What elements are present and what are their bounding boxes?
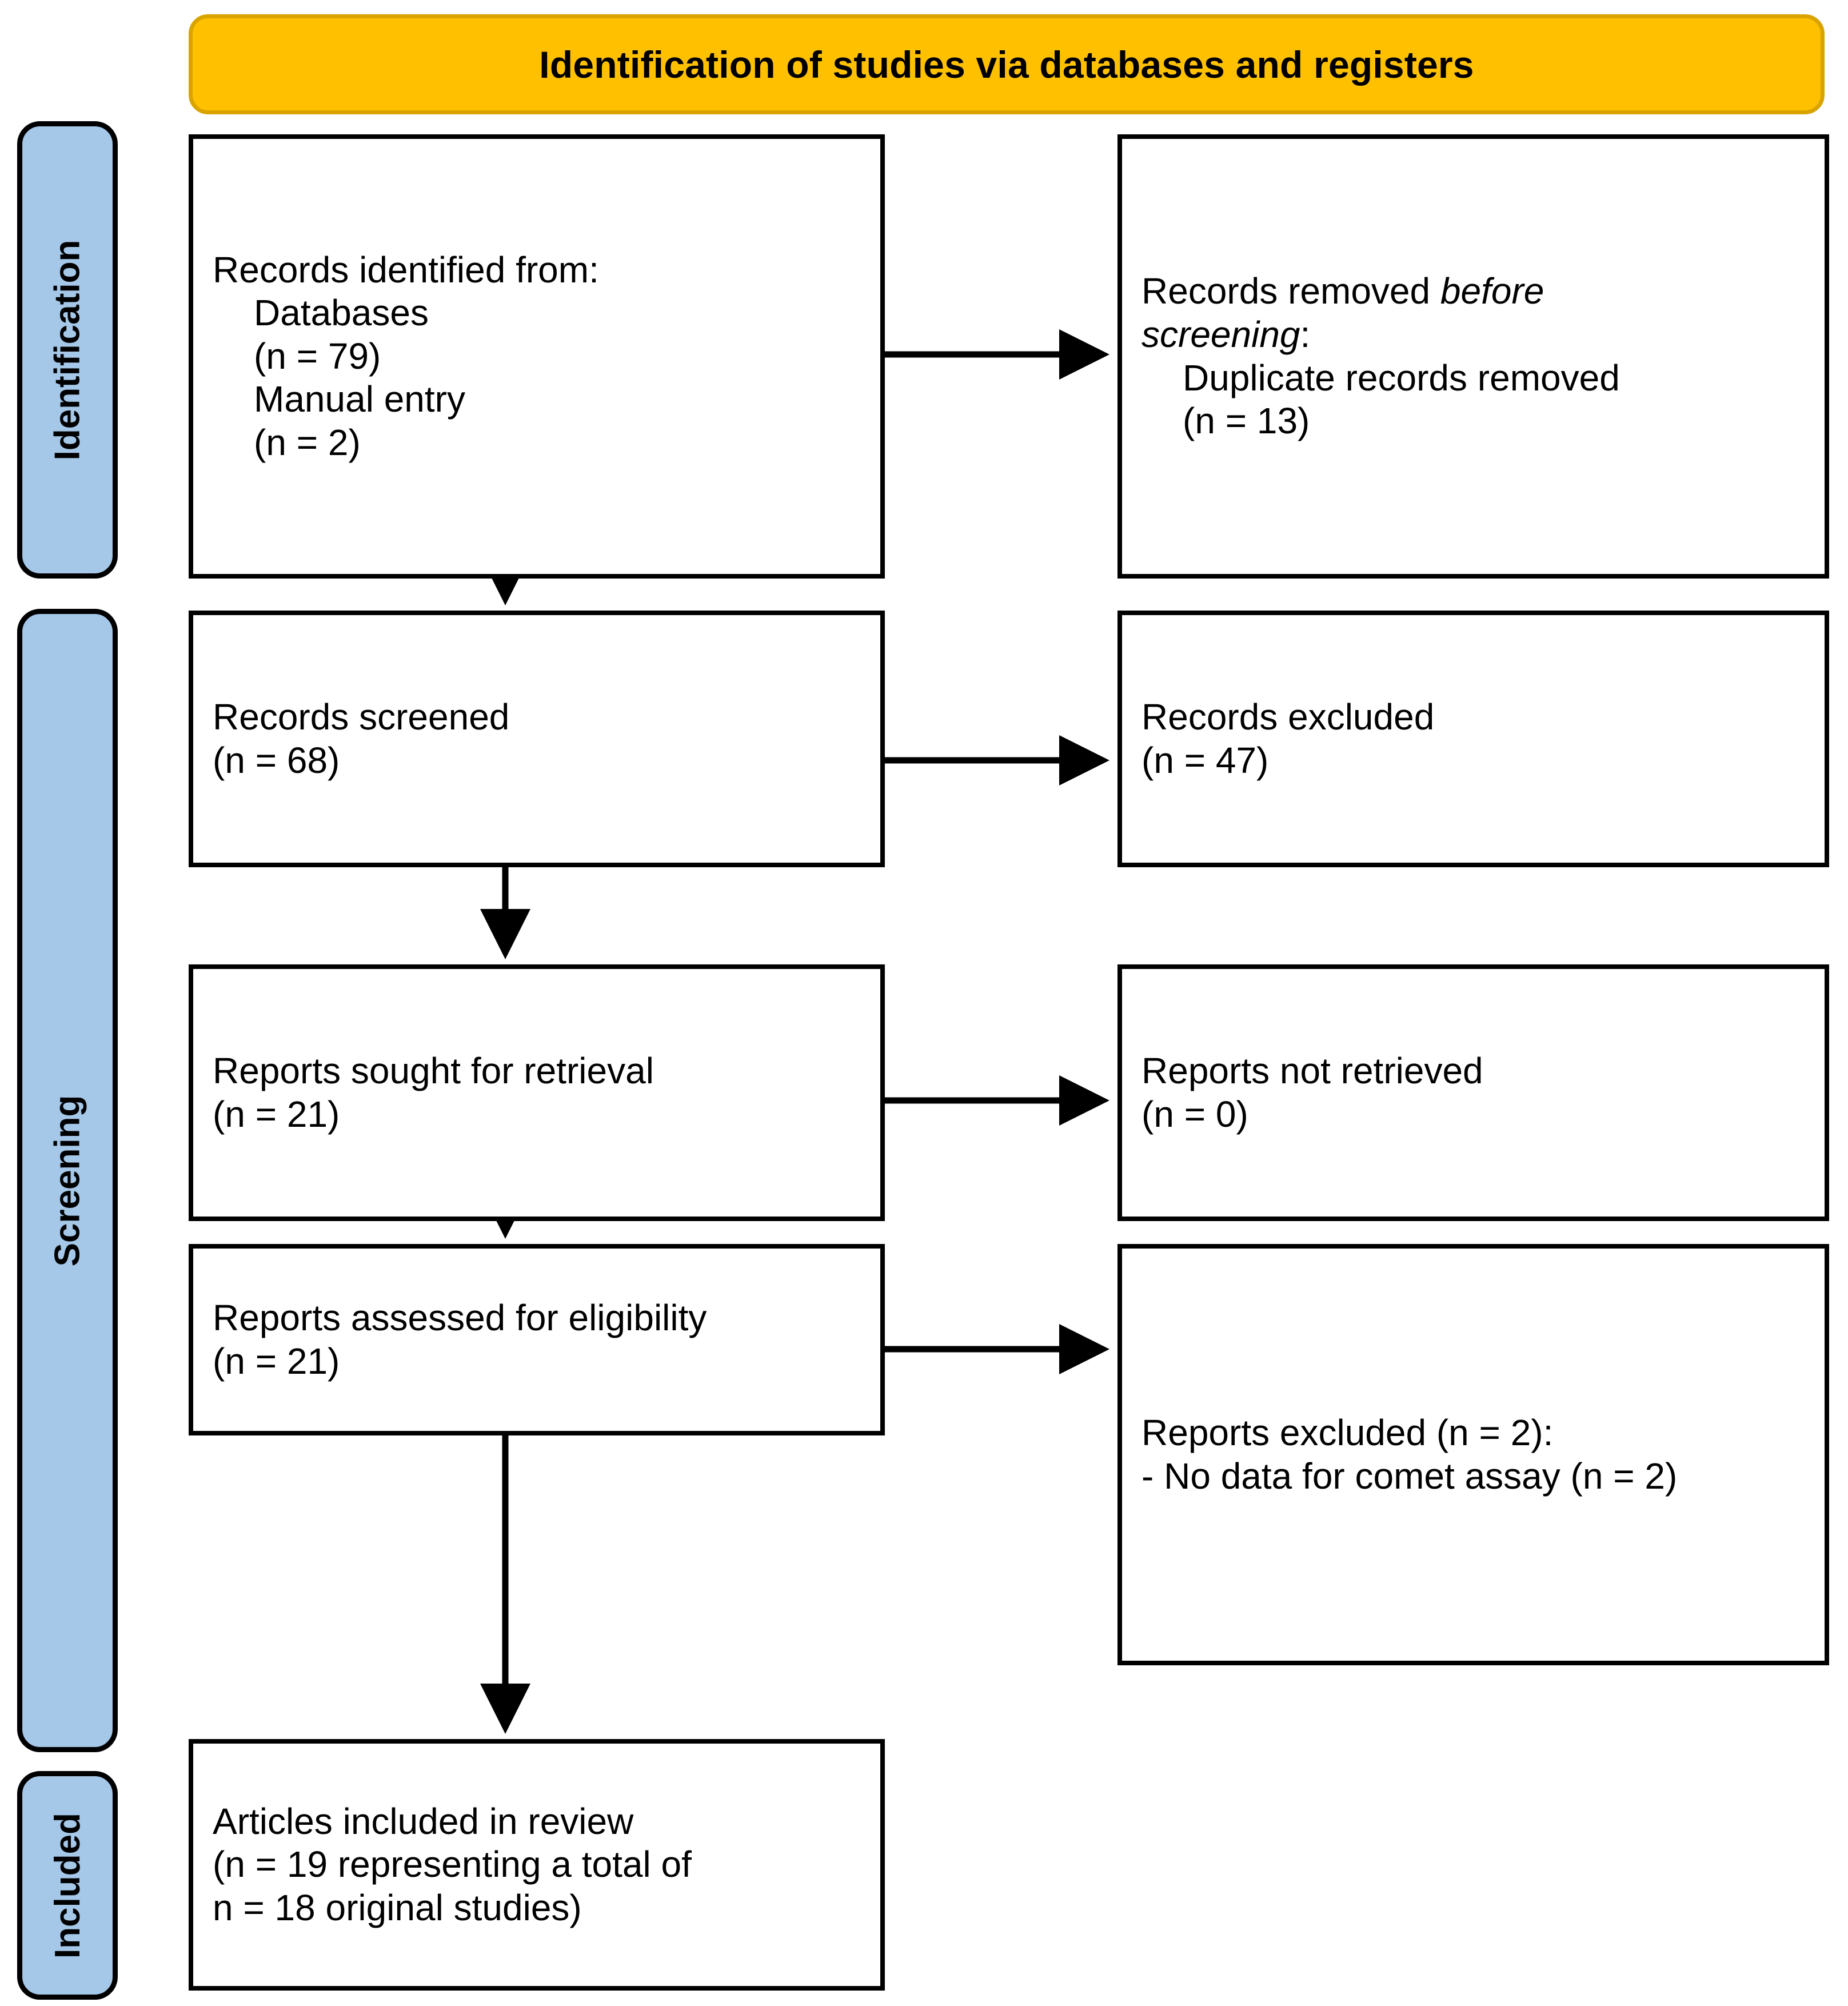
box-reports-excluded: Reports excluded (n = 2): - No data for … [1117,1244,1829,1665]
box-articles-included: Articles included in review (n = 19 repr… [189,1739,885,1991]
box-records-excluded: Records excluded (n = 47) [1117,611,1829,867]
diagram-header-banner: Identification of studies via databases … [189,14,1825,114]
reports-sought-line2: (n = 21) [213,1093,340,1135]
stage-label-included: Included [17,1771,118,2000]
box-records-removed: Records removed before screening: Duplic… [1117,134,1829,579]
reports-excluded-line1: Reports excluded (n = 2): [1141,1411,1554,1453]
records-excluded-line2: (n = 47) [1141,739,1269,781]
articles-included-line1: Articles included in review [213,1800,634,1842]
records-removed-line4: (n = 13) [1183,400,1310,442]
stage-label-screening-text: Screening [47,1095,87,1266]
records-excluded-line1: Records excluded [1141,696,1435,737]
records-identified-line1: Records identified from: [213,249,599,290]
box-reports-sought: Reports sought for retrieval (n = 21) [189,964,885,1221]
stage-label-screening: Screening [17,609,118,1752]
reports-sought-line1: Reports sought for retrieval [213,1050,654,1091]
records-removed-line1-pre: Records removed [1141,270,1440,312]
diagram-title: Identification of studies via databases … [539,43,1474,86]
records-identified-line3: (n = 79) [254,335,381,377]
reports-not-retrieved-line2: (n = 0) [1141,1093,1248,1135]
records-screened-line2: (n = 68) [213,739,340,781]
articles-included-line2: (n = 19 representing a total of [213,1844,692,1885]
records-removed-line2-emphasis: screening [1141,313,1300,355]
records-identified-line4: Manual entry [254,378,465,420]
box-records-identified: Records identified from: Databases (n = … [189,134,885,579]
records-removed-line2-post: : [1300,313,1311,355]
reports-not-retrieved-line1: Reports not retrieved [1141,1050,1483,1091]
reports-assessed-line1: Reports assessed for eligibility [213,1297,707,1338]
stage-label-included-text: Included [47,1812,87,1959]
records-removed-line3: Duplicate records removed [1183,357,1620,398]
reports-excluded-line2: - No data for comet assay (n = 2) [1141,1455,1678,1497]
box-records-screened: Records screened (n = 68) [189,611,885,867]
records-removed-line1: Records removed before [1141,270,1805,313]
box-reports-not-retrieved: Reports not retrieved (n = 0) [1117,964,1829,1221]
records-screened-line1: Records screened [213,696,510,737]
records-removed-line1-emphasis: before [1440,270,1544,312]
stage-label-identification-text: Identification [47,240,87,460]
box-reports-assessed: Reports assessed for eligibility (n = 21… [189,1244,885,1435]
records-identified-line2: Databases [254,292,429,334]
reports-assessed-line2: (n = 21) [213,1340,340,1382]
stage-label-identification: Identification [17,121,118,579]
records-identified-line5: (n = 2) [254,421,361,463]
records-removed-line2: screening: [1141,313,1805,357]
articles-included-line3: n = 18 original studies) [213,1887,582,1928]
